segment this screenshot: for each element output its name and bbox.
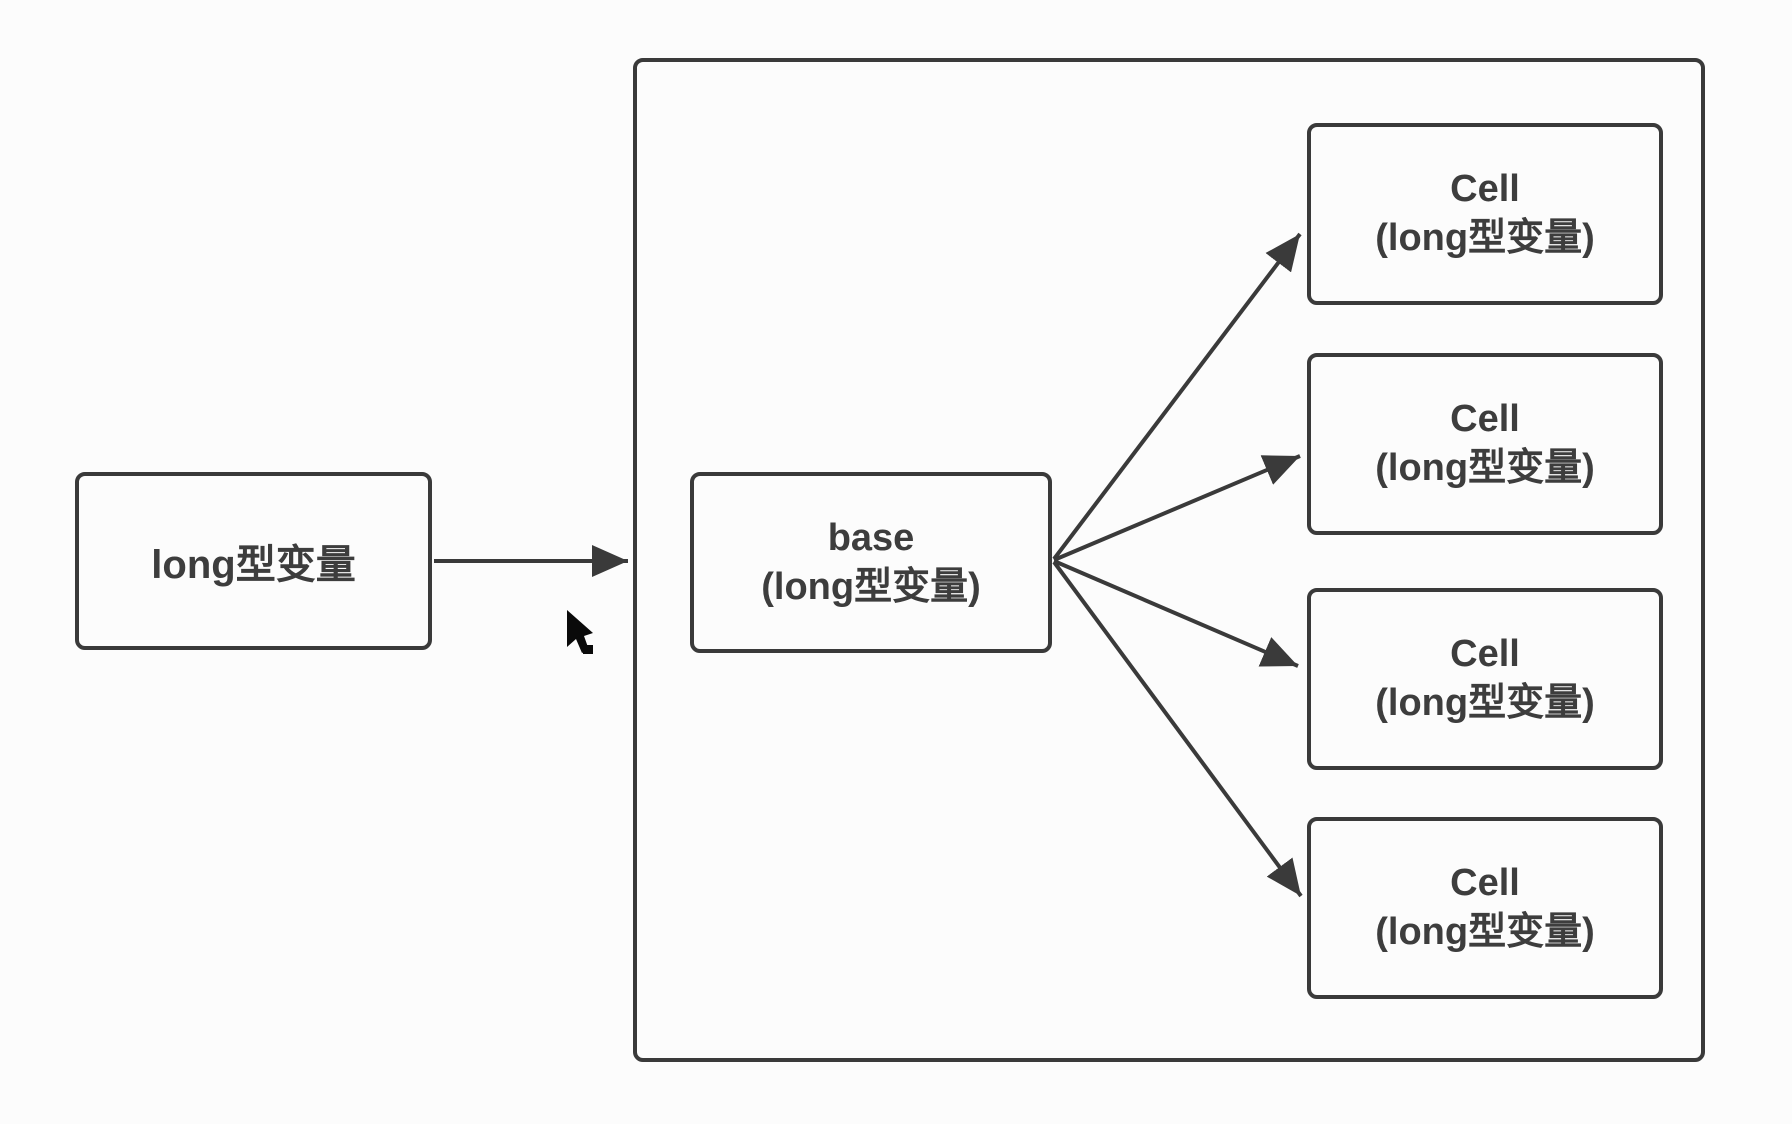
cell-box-subtitle: (long型变量) — [1375, 217, 1595, 259]
cell-box-2: Cell (long型变量) — [1307, 353, 1663, 535]
cell-box-title: Cell — [1450, 633, 1520, 676]
mouse-cursor-pixel — [583, 645, 593, 654]
cell-box-title: Cell — [1450, 862, 1520, 905]
base-box: base (long型变量) — [690, 472, 1052, 653]
cell-box-3: Cell (long型变量) — [1307, 588, 1663, 770]
source-variable-label: long型变量 — [151, 543, 356, 587]
cell-box-title: Cell — [1450, 398, 1520, 441]
base-box-subtitle: (long型变量) — [761, 565, 981, 608]
cell-box-1: Cell (long型变量) — [1307, 123, 1663, 305]
cell-box-subtitle: (long型变量) — [1375, 911, 1595, 953]
cell-box-4: Cell (long型变量) — [1307, 817, 1663, 999]
source-variable-box: long型变量 — [75, 472, 432, 650]
cell-box-title: Cell — [1450, 168, 1520, 211]
cell-box-subtitle: (long型变量) — [1375, 447, 1595, 489]
base-box-title: base — [827, 516, 915, 559]
cell-box-subtitle: (long型变量) — [1375, 682, 1595, 724]
mouse-cursor-icon — [567, 610, 593, 653]
